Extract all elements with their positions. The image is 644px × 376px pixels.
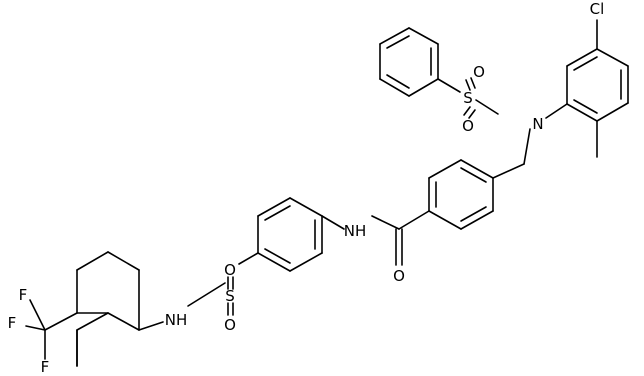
bottom-oxygen-upper-label: O bbox=[224, 261, 236, 279]
sulfonamide-nitrogen-label: N bbox=[532, 115, 543, 133]
chloro-methyl-ring bbox=[566, 48, 629, 122]
n-substituent-bonds bbox=[523, 103, 568, 165]
amide-nh-label: NH bbox=[344, 222, 367, 240]
sulfonamide-nh-label: NH bbox=[165, 311, 188, 329]
ch2-bond bbox=[492, 163, 525, 179]
top-oxygen-lower-label: O bbox=[462, 117, 474, 135]
cf3-bonds bbox=[25, 299, 78, 360]
benzamide-ring bbox=[428, 159, 494, 230]
amide-oxygen-label: O bbox=[393, 267, 405, 285]
fluorine-bottom-label: F bbox=[41, 358, 50, 376]
amide-bonds bbox=[371, 210, 430, 266]
bottom-sulfur-label: S bbox=[225, 287, 235, 305]
anilide-ring bbox=[257, 197, 323, 272]
top-oxygen-upper-label: O bbox=[473, 63, 485, 81]
fluorine-top-label: F bbox=[19, 286, 28, 304]
nh-to-anilide-bond bbox=[321, 215, 345, 230]
fluorine-left-label: F bbox=[8, 314, 17, 332]
bottom-oxygen-lower-label: O bbox=[224, 316, 236, 334]
ring-to-sulfur-bond bbox=[437, 78, 461, 93]
chlorine-atom-label: Cl bbox=[590, 0, 605, 18]
phenyl-ring-top bbox=[379, 27, 439, 97]
cf3-phenyl-ring bbox=[76, 251, 164, 367]
sulfonyl-bottom-bonds bbox=[187, 252, 259, 316]
top-sulfur-label: S bbox=[463, 89, 473, 107]
sulfonyl-top-bonds bbox=[463, 77, 499, 119]
